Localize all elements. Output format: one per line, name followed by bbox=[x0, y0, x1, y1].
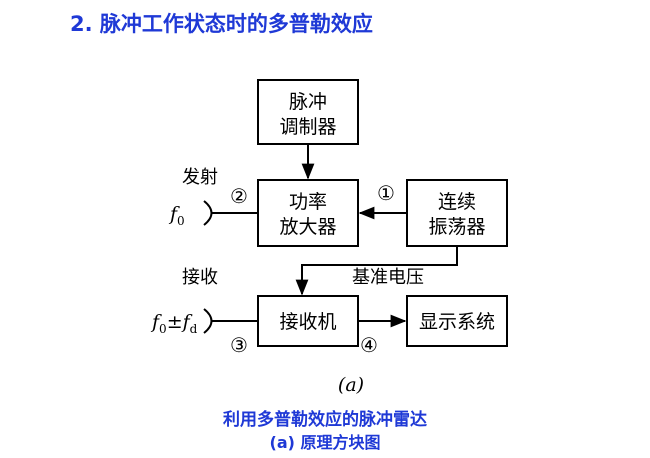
transmit-label: 发射 bbox=[182, 167, 218, 188]
oscillator-label-2: 振荡器 bbox=[428, 216, 485, 238]
display-label: 显示系统 bbox=[419, 311, 495, 333]
part-marker: (a) bbox=[338, 374, 364, 396]
caption-subtitle: (a) 原理方块图 bbox=[269, 433, 381, 452]
receiver-block: 接收机 bbox=[257, 295, 359, 347]
transmit-antenna-icon bbox=[203, 200, 216, 226]
power-amplifier-label-2: 放大器 bbox=[279, 216, 336, 238]
receiver-label: 接收机 bbox=[279, 311, 336, 333]
receive-label: 接收 bbox=[182, 267, 218, 288]
pulse-modulator-label-1: 脉冲 bbox=[289, 91, 327, 113]
reference-voltage-arrow bbox=[295, 246, 458, 296]
transmit-frequency-label: f0 bbox=[168, 203, 185, 228]
page-title: 2. 脉冲工作状态时的多普勒效应 bbox=[70, 12, 373, 36]
block-diagram: 脉冲 调制器 功率 放大器 连续 振荡器 接收机 显示系统 发射 接收 基准电压 bbox=[150, 79, 508, 396]
port-marker-2: ② bbox=[230, 184, 248, 208]
pulse-modulator-label-2: 调制器 bbox=[279, 116, 336, 138]
oscillator-label-1: 连续 bbox=[438, 191, 476, 213]
oscillator-block: 连续 振荡器 bbox=[406, 179, 508, 247]
receive-frequency-label: f0±fd bbox=[150, 311, 198, 336]
caption-title: 利用多普勒效应的脉冲雷达 bbox=[223, 410, 427, 430]
power-amplifier-block: 功率 放大器 bbox=[257, 179, 359, 247]
pulse-modulator-block: 脉冲 调制器 bbox=[257, 79, 359, 145]
receive-antenna-icon bbox=[203, 308, 216, 334]
port-marker-3: ③ bbox=[230, 333, 248, 357]
power-amplifier-label-1: 功率 bbox=[289, 191, 327, 213]
port-marker-1: ① bbox=[377, 181, 395, 205]
reference-voltage-label: 基准电压 bbox=[352, 267, 424, 288]
display-block: 显示系统 bbox=[406, 295, 508, 347]
port-marker-4: ④ bbox=[360, 333, 378, 357]
